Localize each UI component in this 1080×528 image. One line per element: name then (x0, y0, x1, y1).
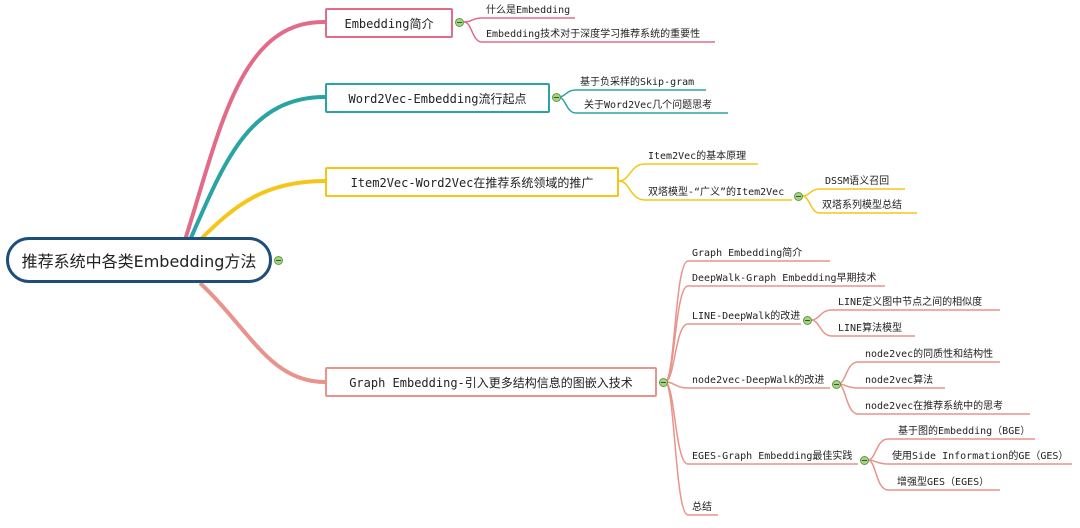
edge-line-s1 (810, 309, 1000, 321)
collapse-icon[interactable] (274, 256, 283, 265)
edge-b1-c1 (463, 17, 575, 23)
node-word2vec-questions[interactable]: 关于Word2Vec几个问题思考 (584, 100, 713, 111)
root-node[interactable]: 推荐系统中各类Embedding方法 (6, 237, 272, 283)
collapse-icon[interactable] (659, 378, 668, 387)
node-node2vec-algo[interactable]: node2vec算法 (865, 375, 934, 386)
edge-line-s2 (810, 319, 915, 337)
node-summary[interactable]: 总结 (692, 502, 712, 513)
node-eges-enhanced[interactable]: 增强型GES（EGES） (897, 477, 990, 488)
edge-eges-s1 (867, 438, 1035, 461)
collapse-icon[interactable] (832, 380, 841, 389)
collapse-icon[interactable] (803, 316, 812, 325)
node-ges[interactable]: 使用Side Information的GE（GES） (892, 451, 1069, 462)
edge-b3-c1 (618, 163, 758, 182)
edge-b2-c1 (557, 89, 706, 98)
branch-graph-embedding[interactable]: Graph Embedding-引入更多结构信息的图嵌入技术 (325, 367, 657, 397)
node-two-tower[interactable]: 双塔模型-“广义”的Item2Vec (648, 187, 785, 198)
branch-item2vec[interactable]: Item2Vec-Word2Vec在推荐系统领域的推广 (325, 167, 619, 197)
collapse-icon[interactable] (552, 93, 561, 102)
edge-b4-c6 (664, 381, 718, 516)
edge-root-b3 (198, 179, 326, 242)
collapse-icon[interactable] (860, 456, 869, 465)
edge-b3-sub1 (801, 188, 905, 197)
edge-b3-sub2 (801, 195, 917, 214)
edge-root-b4 (198, 281, 326, 384)
node-line-model[interactable]: LINE算法模型 (838, 323, 903, 334)
node-line[interactable]: LINE-DeepWalk的改进 (692, 311, 801, 322)
edge-b4-c3 (664, 323, 801, 383)
edge-root-b1 (183, 19, 326, 241)
node-two-tower-summary[interactable]: 双塔系列模型总结 (822, 200, 902, 211)
node-node2vec[interactable]: node2vec-DeepWalk的改进 (692, 375, 825, 386)
node-line-similarity[interactable]: LINE定义图中节点之间的相似度 (838, 297, 983, 308)
node-eges[interactable]: EGES-Graph Embedding最佳实践 (692, 451, 853, 462)
node-skip-gram[interactable]: 基于负采样的Skip-gram (580, 77, 695, 88)
collapse-icon[interactable] (455, 18, 464, 27)
edge-b4-c2 (664, 285, 885, 383)
edge-root-b2 (188, 95, 326, 241)
node-embedding-importance[interactable]: Embedding技术对于深度学习推荐系统的重要性 (486, 29, 701, 40)
edge-b1-c2 (463, 21, 715, 43)
edge-b3-c2 (618, 180, 792, 201)
node-node2vec-homophily[interactable]: node2vec的同质性和结构性 (865, 349, 994, 360)
node-what-is-embedding[interactable]: 什么是Embedding (486, 5, 571, 16)
branch-embedding-intro[interactable]: Embedding简介 (325, 8, 453, 38)
edge-eges-s3 (867, 459, 1000, 491)
node-bge[interactable]: 基于图的Embedding（BGE） (898, 426, 1031, 437)
collapse-icon[interactable] (794, 192, 803, 201)
node-node2vec-recsys[interactable]: node2vec在推荐系统中的思考 (865, 401, 1004, 412)
node-item2vec-principle[interactable]: Item2Vec的基本原理 (648, 151, 747, 162)
node-graph-embedding-intro[interactable]: Graph Embedding简介 (692, 248, 803, 259)
node-deepwalk[interactable]: DeepWalk-Graph Embedding早期技术 (692, 273, 877, 284)
branch-word2vec[interactable]: Word2Vec-Embedding流行起点 (325, 83, 550, 113)
node-dssm[interactable]: DSSM语义召回 (825, 176, 890, 187)
